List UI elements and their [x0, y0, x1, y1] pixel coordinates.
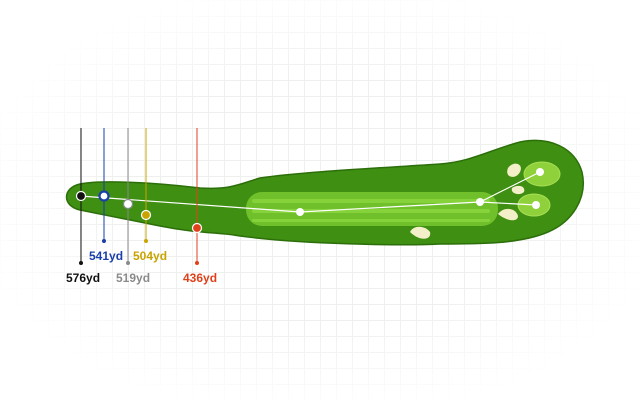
tee-yardage-label: 504yd — [133, 249, 167, 263]
tee-marker-black[interactable]: 576yd — [66, 128, 100, 285]
tee-yardage-label: 541yd — [89, 249, 123, 263]
tee-marker-gold[interactable]: 504yd — [133, 128, 167, 263]
bunker — [511, 185, 525, 195]
pin-marker — [536, 168, 544, 176]
tee-yardage-label: 576yd — [66, 271, 100, 285]
tee-marker-white[interactable]: 519yd — [116, 128, 150, 285]
target-marker — [296, 208, 304, 216]
bunkers — [410, 163, 525, 239]
bunker — [498, 208, 518, 221]
tee-yardage-label: 436yd — [183, 271, 217, 285]
tee-yardage-label: 519yd — [116, 271, 150, 285]
shot-path-branch — [479, 201, 537, 206]
shot-path — [79, 171, 541, 213]
target-marker — [476, 198, 484, 206]
bunker — [410, 226, 431, 239]
bunker — [507, 163, 521, 177]
tee-marker-blue[interactable]: 541yd — [89, 128, 123, 263]
tee-marker-red[interactable]: 436yd — [183, 128, 217, 285]
fairway-stripes — [252, 199, 490, 222]
pin-marker — [532, 201, 540, 209]
